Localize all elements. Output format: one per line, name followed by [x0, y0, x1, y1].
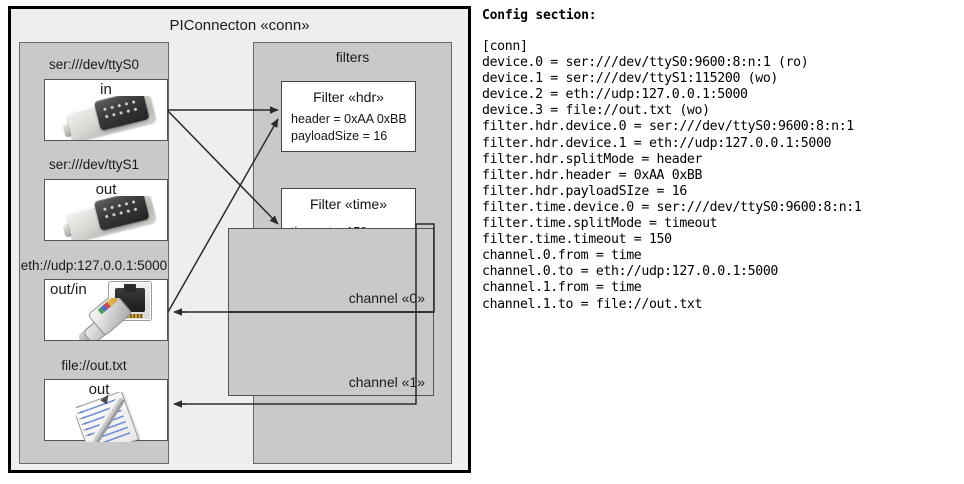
config-line: filter.time.device.0 = ser:///dev/ttyS0:…: [482, 199, 862, 215]
config-line: channel.0.to = eth://udp:127.0.0.1:5000: [482, 264, 778, 280]
config-line: channel.1.from = time: [482, 280, 642, 296]
config-line: device.2 = eth://udp:127.0.0.1:5000: [482, 87, 748, 103]
config-section: Config section: [conn]device.0 = ser:///…: [482, 8, 960, 313]
config-line: device.1 = ser:///dev/ttyS1:115200 (wo): [482, 71, 778, 87]
config-line: device.0 = ser:///dev/ttyS0:9600:8:n:1 (…: [482, 55, 809, 71]
config-line: [conn]: [482, 39, 528, 54]
config-heading: Config section:: [482, 8, 597, 23]
text-document-icon: [76, 392, 152, 442]
config-line: filter.hdr.device.1 = eth://udp:127.0.0.…: [482, 135, 832, 151]
filter-title-time: Filter «time»: [309, 196, 388, 212]
device-label-ser-ttys1: ser:///dev/ttyS1: [48, 157, 140, 172]
config-line: device.3 = file://out.txt (wo): [482, 103, 710, 119]
channel-box-1[interactable]: channel «1»: [228, 312, 434, 396]
channel-label-1: channel «1»: [348, 374, 425, 390]
config-line: filter.hdr.splitMode = header: [482, 151, 703, 167]
filter-title-hdr: Filter «hdr»: [313, 89, 384, 105]
channel-label-0: channel «0»: [348, 290, 425, 306]
serial-db9-icon: [62, 96, 158, 140]
filters-panel-title: filters: [335, 49, 370, 65]
device-label-eth-udp: eth://udp:127.0.0.1:5000: [20, 258, 168, 273]
config-line: channel.0.from = time: [482, 248, 642, 264]
serial-db9-icon: [62, 196, 158, 240]
config-line: filter.hdr.payloadSIze = 16: [482, 183, 687, 199]
config-line: filter.time.timeout = 150: [482, 232, 672, 248]
device-label-ser-ttys0: ser:///dev/ttyS0: [48, 57, 140, 72]
channel-box-0[interactable]: channel «0»: [228, 228, 434, 312]
device-io-ser-ttys0: in: [100, 81, 112, 98]
config-line: channel.1.to = file://out.txt: [482, 296, 703, 312]
filter-prop-hdr-header: header = 0xAA 0xBB: [291, 112, 407, 126]
device-io-eth-udp: out/in: [50, 281, 87, 298]
network-plug-icon: [78, 298, 144, 340]
config-line: filter.time.splitMode = timeout: [482, 216, 718, 232]
filter-box-hdr[interactable]: Filter «hdr» header = 0xAA 0xBB payloadS…: [281, 81, 416, 152]
page-title: PIConnecton «conn»: [169, 17, 310, 34]
config-line: filter.hdr.header = 0xAA 0xBB: [482, 167, 703, 183]
config-line: filter.hdr.device.0 = ser:///dev/ttyS0:9…: [482, 119, 854, 135]
device-io-ser-ttys1: out: [95, 181, 117, 198]
filter-prop-hdr-payloadsize: payloadSize = 16: [291, 129, 388, 143]
config-lines: [conn]device.0 = ser:///dev/ttyS0:9600:8…: [482, 39, 960, 313]
device-io-file-out: out: [88, 381, 110, 398]
device-label-file-out: file://out.txt: [61, 358, 127, 373]
